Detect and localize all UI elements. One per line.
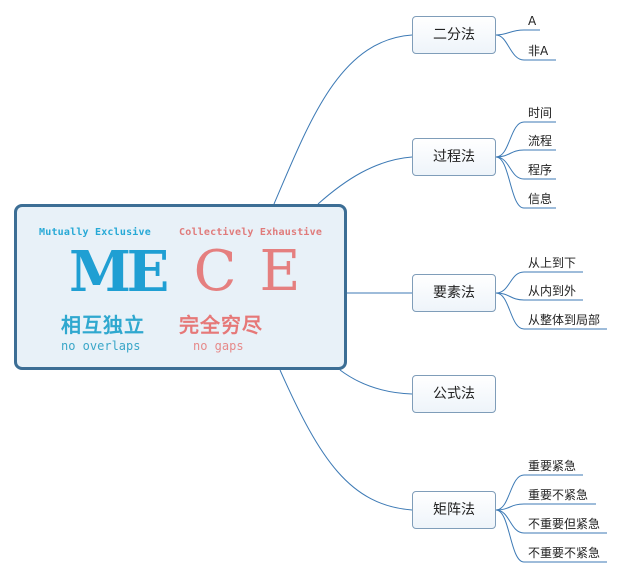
link-yaosu-3 (495, 292, 607, 330)
subtopic-important-not-urgent[interactable]: 重要不紧急 (528, 488, 589, 502)
topic-gongshifa[interactable]: 公式法 (412, 375, 496, 413)
letter-m: M (69, 239, 131, 305)
subtopic-xinxi[interactable]: 信息 (528, 192, 553, 206)
collectively-exhaustive-cn: 完全穷尽 (179, 313, 263, 337)
central-topic-mece[interactable]: Mutually Exclusive Collectively Exhausti… (14, 204, 347, 370)
subtopic-liucheng[interactable]: 流程 (528, 134, 553, 148)
subtopic-shijian[interactable]: 时间 (528, 106, 553, 120)
subtopic-a[interactable]: A (528, 14, 537, 28)
link-central-erfenfa (273, 34, 413, 205)
link-guocheng-2 (495, 149, 556, 158)
topic-erfenfa[interactable]: 二分法 (412, 16, 496, 54)
subtopic-chengxu[interactable]: 程序 (528, 163, 553, 177)
mutually-exclusive-label: Mutually Exclusive (39, 227, 151, 238)
link-guocheng-1 (495, 121, 556, 158)
link-central-gongshifa (339, 369, 413, 395)
subtopic-not-important-urgent[interactable]: 不重要但紧急 (528, 517, 601, 531)
mutually-independent-cn: 相互独立 (61, 313, 145, 337)
letter-c: C (193, 239, 237, 304)
letter-e-first: E (126, 239, 170, 305)
link-guocheng-3 (495, 156, 556, 180)
subtopic-not-important-not-urgent[interactable]: 不重要不紧急 (528, 546, 601, 560)
link-guocheng-4 (495, 156, 556, 209)
link-juzhen-1 (495, 474, 583, 511)
letter-e-second: E (259, 239, 301, 304)
collectively-exhaustive-label: Collectively Exhaustive (179, 227, 323, 238)
link-juzhen-4 (495, 509, 607, 563)
no-overlaps-caption: no overlaps (61, 339, 141, 353)
link-juzhen-3 (495, 509, 607, 534)
subtopic-whole-to-part[interactable]: 从整体到局部 (528, 313, 601, 327)
no-gaps-caption: no gaps (193, 339, 244, 353)
topic-yaosufa[interactable]: 要素法 (412, 274, 496, 312)
link-central-guochengfa (317, 156, 413, 205)
link-central-juzhenfa (279, 369, 413, 511)
link-yaosu-1 (495, 271, 583, 294)
link-erfenfa-fei-a (495, 34, 556, 61)
subtopic-fei-a[interactable]: 非A (528, 44, 549, 58)
subtopic-inside-to-outside[interactable]: 从内到外 (528, 284, 577, 298)
subtopic-important-urgent[interactable]: 重要紧急 (528, 459, 577, 473)
link-yaosu-2 (495, 292, 583, 301)
link-juzhen-2 (495, 503, 596, 511)
topic-juzhenfa[interactable]: 矩阵法 (412, 491, 496, 529)
subtopic-top-to-bottom[interactable]: 从上到下 (528, 256, 577, 270)
link-erfenfa-a (495, 29, 540, 36)
topic-guochengfa[interactable]: 过程法 (412, 138, 496, 176)
